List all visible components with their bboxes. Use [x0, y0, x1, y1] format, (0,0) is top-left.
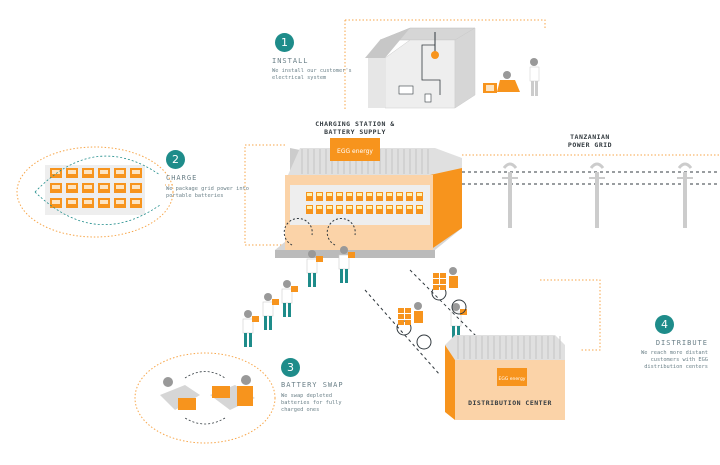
battery-icon [356, 192, 363, 201]
charging-station-heading: CHARGING STATION & BATTERY SUPPLY [300, 120, 410, 136]
battery-grid [50, 168, 142, 208]
step-1-title: INSTALL [272, 57, 309, 65]
person-icon [306, 250, 323, 287]
power-grid-heading-line1: TANZANIAN [570, 133, 610, 141]
station-brand-sign: EGG energy [337, 148, 373, 155]
battery-icon [66, 168, 78, 178]
charging-station-heading-line1: CHARGING STATION & [315, 120, 395, 128]
step-2-badge: 2 [166, 150, 185, 169]
battery-icon [130, 198, 142, 208]
battery-icon [346, 205, 353, 214]
battery-icon [406, 192, 413, 201]
step-3-description: We swap depleted batteries for fully cha… [281, 393, 342, 413]
swap-arrows-icon [283, 217, 356, 246]
bicycle-icon [431, 267, 467, 315]
battery-icon [114, 183, 126, 193]
step-4-badge: 4 [655, 315, 674, 334]
battery-icon [366, 205, 373, 214]
step-4-description: We reach more distant customers with EGG… [641, 350, 708, 370]
battery-swap-oval [134, 352, 276, 444]
battery-icon [306, 192, 313, 201]
step-3-badge: 3 [281, 358, 300, 377]
battery-icon [66, 183, 78, 193]
dc-brand-sign: EGG energy [499, 376, 526, 382]
person-icon [242, 310, 259, 347]
person-icon [281, 280, 298, 317]
battery-icon [336, 205, 343, 214]
battery-icon [316, 192, 323, 201]
battery-icon [82, 168, 94, 178]
power-grid [462, 154, 720, 228]
battery-icon [406, 205, 413, 214]
step-4-title: DISTRIBUTE [655, 339, 708, 347]
charging-station-building: EGG energy [275, 138, 462, 258]
bicycle-icon [396, 302, 432, 350]
battery-icon [396, 192, 403, 201]
battery-icon [386, 205, 393, 214]
power-pole-icon [677, 162, 693, 228]
person-icon [338, 246, 355, 283]
battery-icon [98, 183, 110, 193]
step-1-description: We install our customer's electrical sys… [272, 68, 352, 81]
customer-house-icon [344, 19, 546, 110]
battery-icon [326, 205, 333, 214]
battery-icon [326, 192, 333, 201]
battery-icon [50, 198, 62, 208]
charging-station-heading-line2: BATTERY SUPPLY [324, 128, 386, 136]
battery-icon [396, 205, 403, 214]
person-icon [262, 293, 279, 330]
battery-icon [416, 192, 423, 201]
power-pole-icon [589, 162, 605, 228]
power-grid-heading: TANZANIAN POWER GRID [540, 133, 640, 149]
battery-icon [66, 198, 78, 208]
battery-icon [316, 205, 323, 214]
battery-icon [50, 183, 62, 193]
battery-icon [50, 168, 62, 178]
battery-icon [82, 183, 94, 193]
battery-icon [366, 192, 373, 201]
battery-icon [306, 205, 313, 214]
charge-batteries-oval [16, 146, 174, 238]
person-icon [450, 303, 467, 340]
battery-icon [386, 192, 393, 201]
battery-icon [336, 192, 343, 201]
step-2-title: CHARGE [166, 174, 198, 182]
step-2-description: We package grid power into portable batt… [166, 186, 249, 199]
power-grid-heading-line2: POWER GRID [567, 141, 613, 149]
distribution-center-label: DISTRIBUTION CENTER [468, 399, 552, 407]
battery-icon [98, 198, 110, 208]
battery-icon [114, 168, 126, 178]
battery-icon [114, 198, 126, 208]
battery-icon [98, 168, 110, 178]
battery-icon [130, 168, 142, 178]
battery-icon [376, 192, 383, 201]
distribution-center-building: EGG energy [445, 279, 601, 420]
lightbulb-icon [431, 51, 439, 59]
step-3-title: BATTERY SWAP [281, 381, 344, 389]
distribution-routes [364, 269, 481, 376]
battery-icon [356, 205, 363, 214]
battery-icon [416, 205, 423, 214]
power-pole-icon [502, 162, 518, 228]
battery-icon [346, 192, 353, 201]
battery-icon [82, 198, 94, 208]
step-1-badge: 1 [275, 33, 294, 52]
battery-icon [376, 205, 383, 214]
battery-icon [130, 183, 142, 193]
